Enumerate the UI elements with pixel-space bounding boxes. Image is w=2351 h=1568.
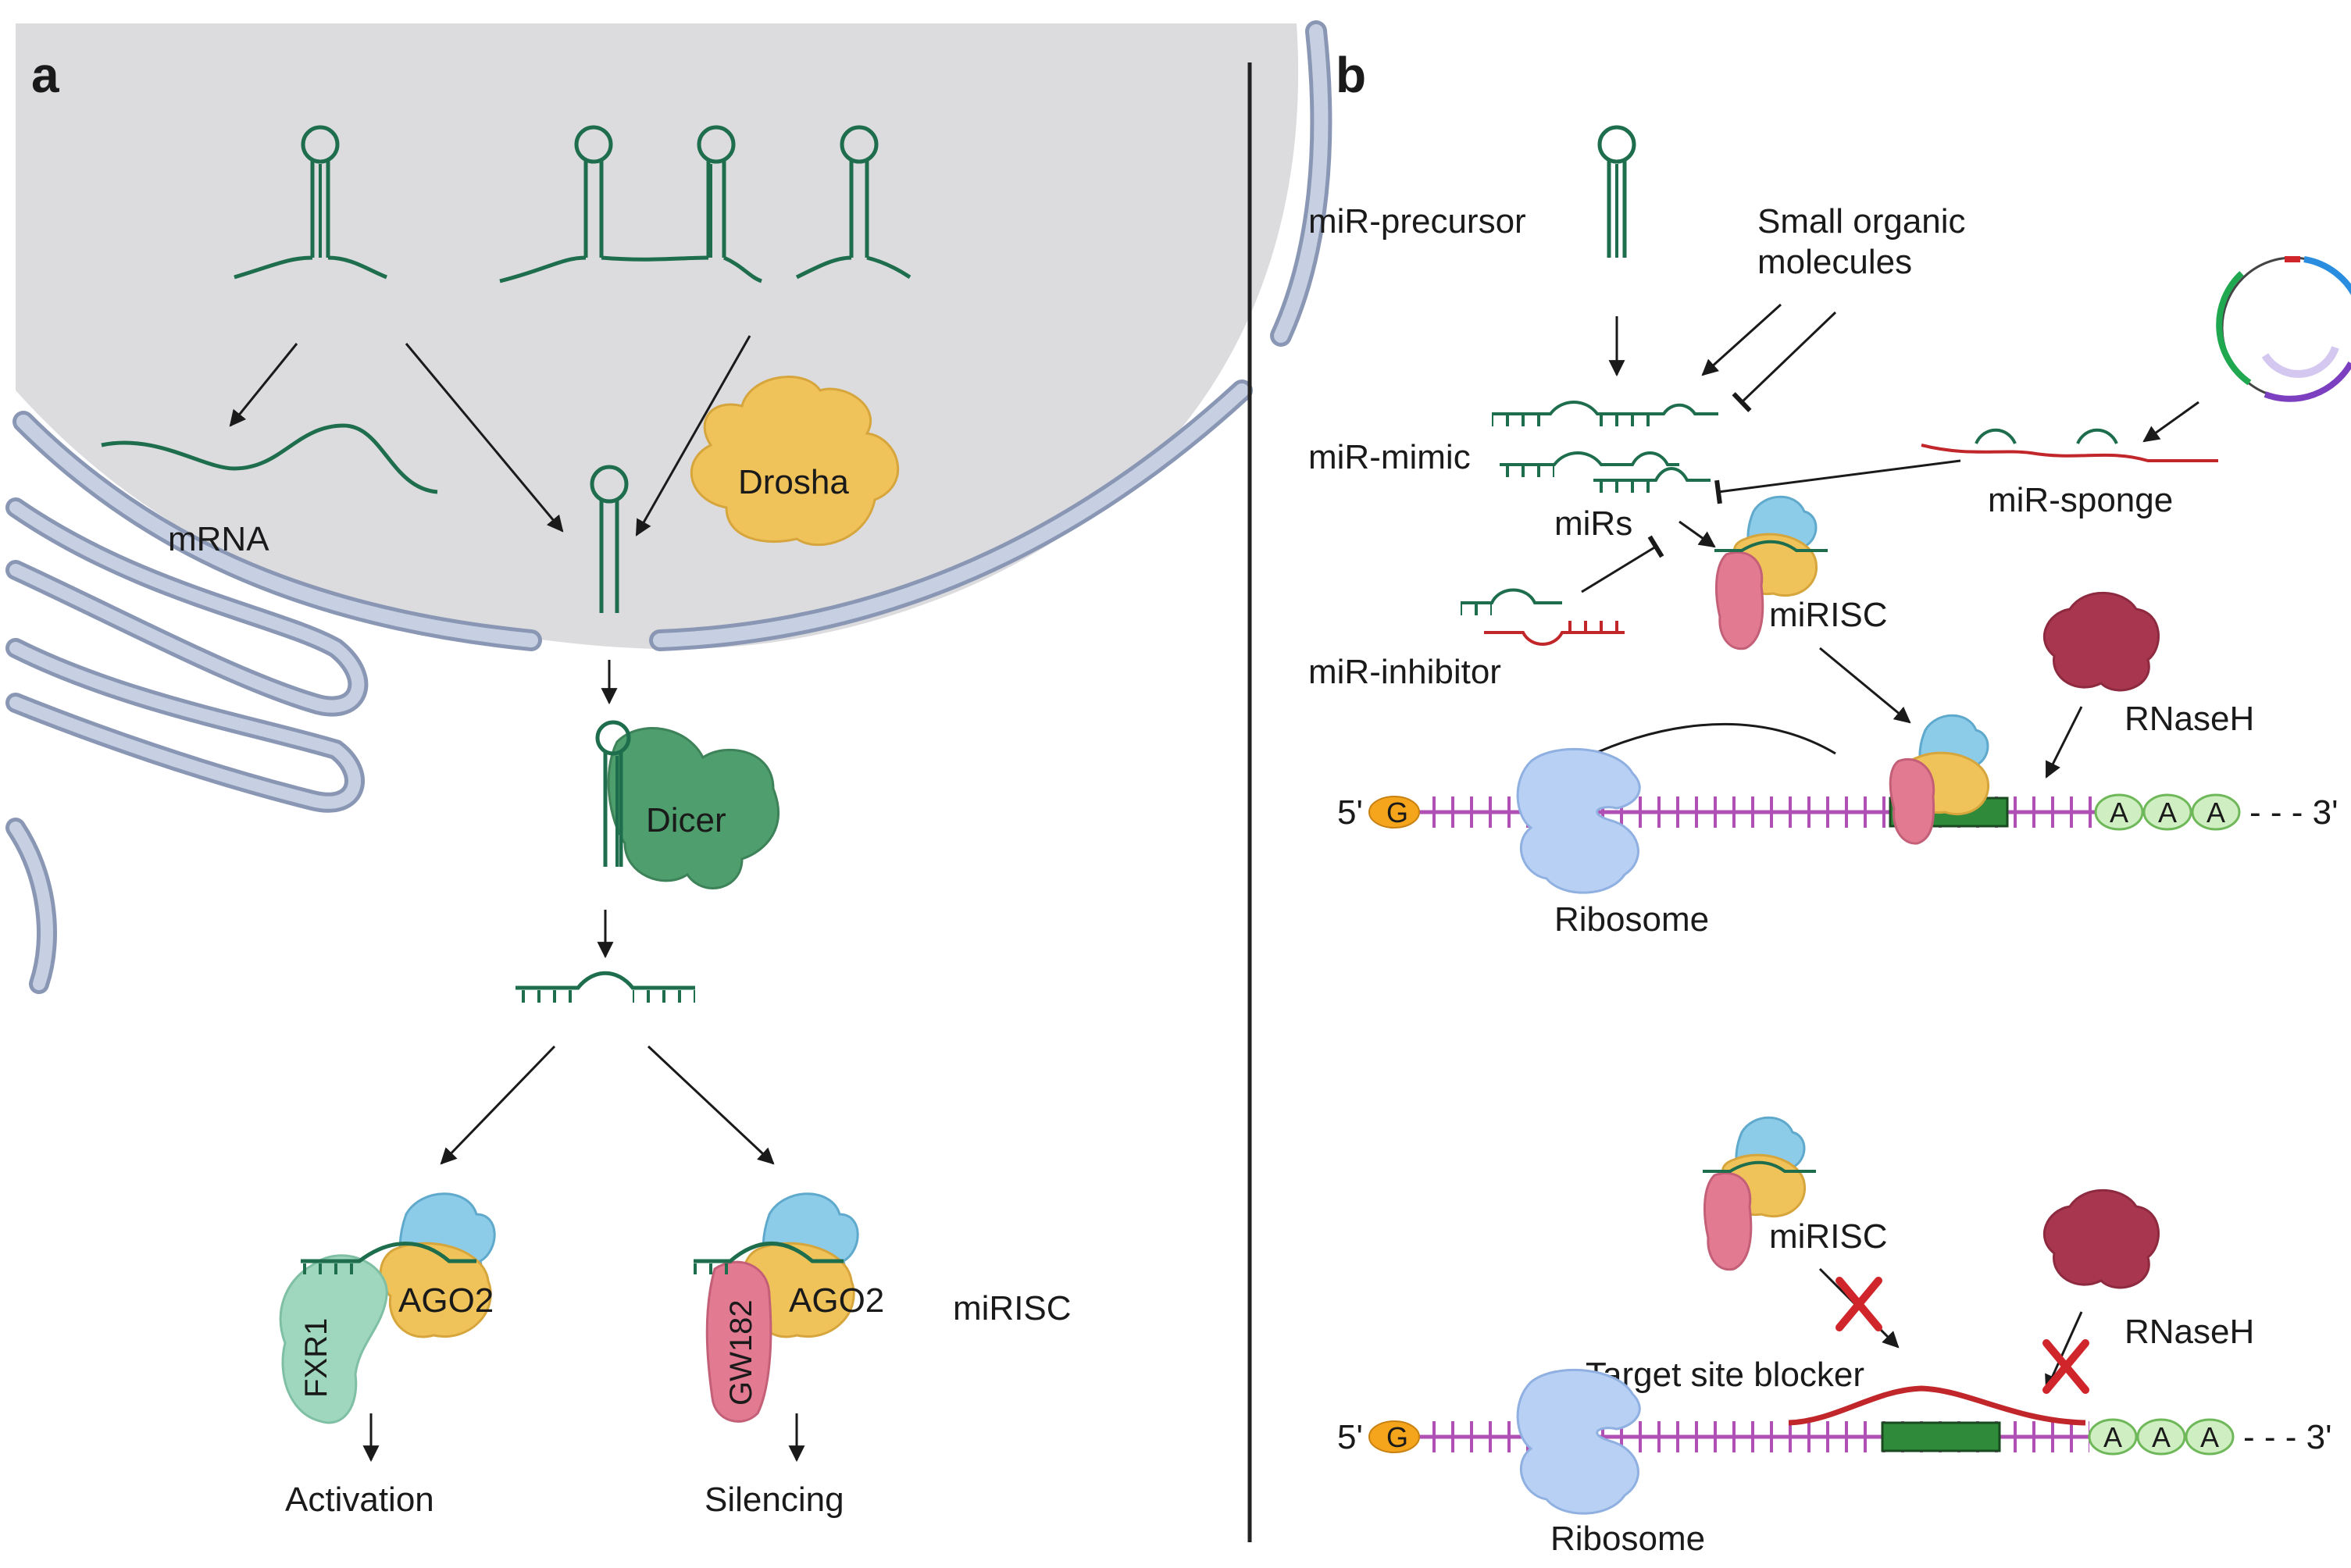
polya-bottom-1: A	[2103, 1421, 2122, 1453]
mirisc-complex-bottom	[1703, 1116, 1816, 1271]
drosha-enzyme	[690, 376, 899, 547]
three-prime-top: - - - 3'	[2249, 793, 2339, 832]
dicer-enzyme	[607, 727, 780, 889]
pri-mirna-cluster	[499, 125, 912, 283]
pre-mirna	[590, 465, 629, 613]
panel-a-letter: a	[31, 47, 59, 103]
mrna-label: mRNA	[168, 520, 269, 558]
mirisc-label-bottom: miRISC	[1769, 1217, 1888, 1256]
mir-inhibitor-label: miR-inhibitor	[1308, 653, 1501, 691]
ribosome-label-top: Ribosome	[1554, 900, 1709, 939]
mirisc-activation-complex: AGO2 FXR1	[279, 1192, 496, 1424]
arrow-mirisc-to-mrna	[1819, 647, 1911, 724]
endoplasmic-reticulum	[5, 497, 369, 994]
fxr1-label: FXR1	[299, 1318, 334, 1398]
inhibit-inhibitor	[1581, 535, 1664, 593]
mirisc-bound-top	[1889, 714, 1989, 845]
drosha-label: Drosha	[738, 463, 849, 501]
mir-mimic-label: miR-mimic	[1308, 438, 1471, 476]
ribosome-label-bottom: Ribosome	[1550, 1520, 1705, 1558]
ago2-label-left: AGO2	[398, 1281, 494, 1320]
three-prime-bottom: - - - 3'	[2243, 1418, 2332, 1456]
silencing-label: Silencing	[705, 1481, 844, 1519]
mir-precursor-label: miR-precursor	[1308, 202, 1526, 241]
target-mrna-bottom: G A A A	[1368, 1385, 2235, 1456]
cap-label-bottom: G	[1386, 1421, 1408, 1453]
rnaseh-enzyme-top	[2042, 591, 2160, 692]
target-site-blocker-oligo	[1788, 1385, 2086, 1426]
mir-sponge-strand	[1921, 428, 2218, 462]
rnaseh-enzyme-bottom	[2042, 1188, 2160, 1289]
polya-top-2: A	[2158, 796, 2177, 829]
mirisc-complex-top	[1714, 495, 1828, 650]
mir-precursor-hairpin	[1597, 125, 1636, 258]
gw182-protein	[705, 1260, 772, 1423]
pri-mirna-single	[234, 125, 387, 280]
fxr1-protein	[279, 1254, 388, 1424]
mirisc-label-a: miRISC	[953, 1289, 1072, 1327]
ago2-label-right: AGO2	[789, 1281, 884, 1320]
panel-b: b miR-precursor Small organic molecules …	[1308, 47, 2351, 1558]
mirisc-label-top: miRISC	[1769, 596, 1888, 634]
dicer-complex: Dicer	[595, 720, 780, 889]
outcome-arrows	[362, 1413, 805, 1463]
cap-bottom	[1368, 1420, 1420, 1453]
target-site-blocker-label: Target site blocker	[1586, 1356, 1864, 1394]
cap-top	[1368, 796, 1420, 829]
nucleus	[16, 23, 1299, 650]
mir-inhibitor-strand	[1461, 588, 1625, 646]
polya-bottom-2: A	[2152, 1421, 2171, 1453]
plasmid	[2216, 256, 2351, 402]
polya-top-1: A	[2110, 796, 2128, 829]
nucleus-arrows	[229, 335, 751, 536]
target-mrna-top: G A A A	[1368, 793, 2241, 831]
dicer-label: Dicer	[646, 801, 726, 839]
mirs-label: miRs	[1554, 504, 1632, 543]
rnaseh-label-bottom: RNaseH	[2124, 1313, 2254, 1351]
inhibit-small-organic	[1732, 311, 1837, 412]
arrow-small-organic	[1701, 303, 1782, 376]
mir-mimic-duplexes	[1492, 401, 1718, 493]
polya-bottom-3: A	[2200, 1421, 2219, 1453]
small-organic-label-1: Small organic	[1757, 202, 1966, 241]
inhibit-sponge	[1714, 459, 1961, 504]
mirisc-silencing-complex: AGO2 GW182	[694, 1192, 884, 1423]
rnaseh-label-top: RNaseH	[2124, 700, 2254, 738]
panel-b-letter: b	[1336, 47, 1366, 103]
small-organic-label-2: molecules	[1757, 243, 1912, 281]
ribosome-bottom	[1516, 1368, 1641, 1515]
panel-a: mRNA Drosha Dicer	[5, 20, 1332, 1519]
five-prime-top: 5'	[1337, 793, 1363, 832]
gw182-label: GW182	[724, 1299, 758, 1406]
cap-label-top: G	[1386, 796, 1408, 829]
mirna-duplex	[516, 971, 695, 1003]
nuclear-envelope	[12, 20, 1332, 651]
arrow-plasmid-to-sponge	[2142, 401, 2199, 443]
block-cross-rnaseh	[2042, 1339, 2089, 1394]
inhibit-ribosome-curve	[1570, 722, 1836, 773]
mrna-strand	[101, 423, 438, 494]
arrow-rnaseh-top	[2045, 706, 2083, 779]
five-prime-bottom: 5'	[1337, 1418, 1363, 1456]
mir-sponge-label: miR-sponge	[1988, 481, 2173, 519]
target-site-bottom	[1881, 1421, 2001, 1452]
polya-top-3: A	[2207, 796, 2225, 829]
block-cross-mirisc	[1835, 1277, 1882, 1331]
split-arrows	[440, 1045, 775, 1165]
activation-label: Activation	[285, 1481, 434, 1519]
arrow-mirs-to-mirisc	[1679, 520, 1716, 548]
ribosome-top	[1516, 747, 1641, 894]
